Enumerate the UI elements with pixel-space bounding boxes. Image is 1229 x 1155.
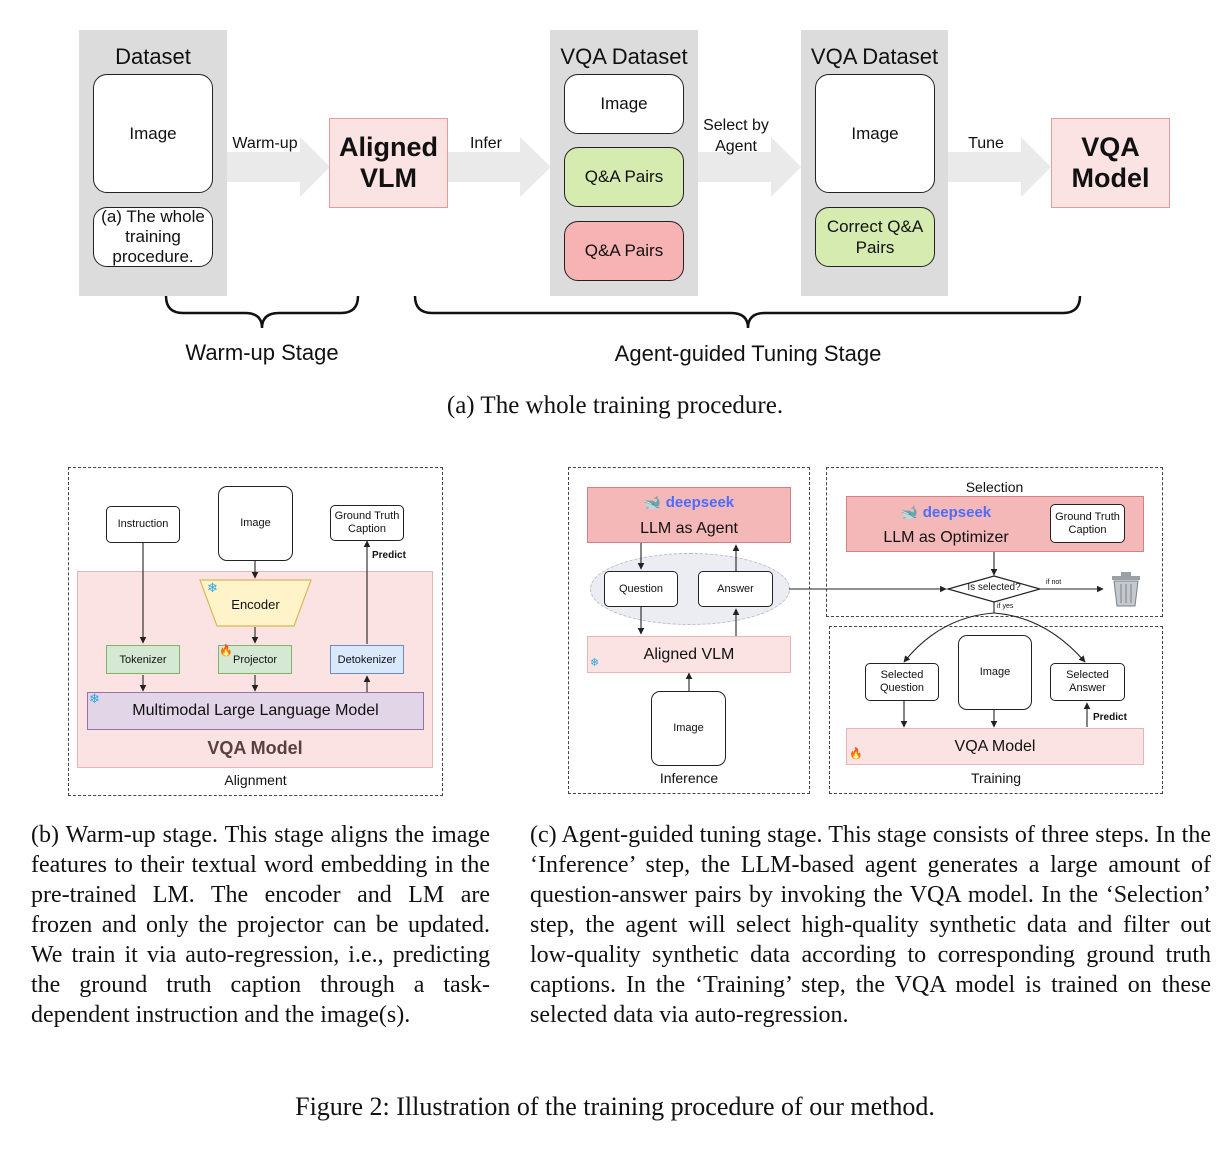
mllm-box: Multimodal Large Language Model: [87, 692, 424, 730]
encoder-label: Encoder: [231, 596, 280, 612]
image-box-c1: Image: [651, 691, 726, 766]
caption-box: (a) The whole training procedure.: [93, 207, 213, 267]
selection-frame: [826, 467, 1163, 617]
caption-b: (b) Warm-up stage. This stage aligns the…: [31, 822, 490, 1028]
is-selected-label: Is selected?: [967, 582, 1021, 593]
panel-b-lines: [139, 540, 371, 692]
warmup-arrow-shape: [227, 137, 330, 197]
image-box: Image: [93, 74, 213, 193]
correct-qa-pairs: Correct Q&A Pairs: [815, 207, 935, 267]
deepseek-text-1: deepseek: [665, 494, 735, 511]
image-box-3: Image: [815, 74, 935, 193]
whale-icon-2: 🐋: [900, 504, 919, 520]
warmup-arrow-label: Warm-up: [232, 135, 298, 152]
tokenizer-box: Tokenizer: [106, 645, 180, 674]
vqa-model-box-c: VQA Model: [846, 728, 1144, 765]
detokenizer-box: Detokenizer: [330, 645, 404, 674]
projector-box: Projector: [218, 645, 292, 674]
selection-label: Selection: [965, 479, 1024, 495]
tune-arrow-label: Tune: [968, 135, 1004, 152]
predict-label-c: Predict: [1093, 712, 1127, 723]
infer-arrow-label: Infer: [469, 135, 502, 152]
encoder-shape: [199, 579, 312, 627]
snowflake-icon-2: ❄: [89, 691, 100, 706]
deepseek-text-2: deepseek: [922, 504, 992, 521]
panel-c-lines: [637, 543, 1140, 728]
deepseek-logo-2: 🐋 deepseek: [850, 504, 1042, 522]
vqa-dataset-title-2: VQA Dataset: [810, 44, 939, 69]
llm-agent-label: LLM as Agent: [640, 520, 738, 537]
snowflake-icon-3: ❄: [590, 657, 600, 669]
deepseek-logo-1: 🐋 deepseek: [587, 494, 791, 512]
image-box-c2: Image: [958, 635, 1032, 710]
figure-caption: Figure 2: Illustration of the training p…: [295, 1092, 935, 1121]
aligned-vlm-box-c: Aligned VLM: [587, 636, 791, 673]
gt-caption-box-b: Ground Truth Caption: [330, 505, 404, 541]
caption-c: (c) Agent-guided tuning stage. This stag…: [530, 822, 1211, 1028]
if-not-label: if not: [1046, 579, 1062, 586]
whale-icon: 🐋: [643, 494, 662, 510]
answer-box: Answer: [698, 571, 773, 607]
question-box: Question: [604, 571, 678, 607]
vqa-model-box: VQA Model: [1051, 118, 1170, 208]
warmup-stage-label: Warm-up Stage: [185, 340, 339, 365]
gt-caption-box-c: Ground Truth Caption: [1050, 504, 1125, 543]
fire-icon-2: 🔥: [849, 748, 863, 760]
instruction-box: Instruction: [106, 506, 180, 543]
predict-label-b: Predict: [372, 550, 406, 561]
llm-agent-box: [587, 487, 791, 543]
agent-stage-label: Agent-guided Tuning Stage: [614, 341, 882, 366]
snowflake-icon: ❄: [207, 580, 218, 595]
inference-label: Inference: [659, 770, 719, 786]
qa-pairs-good: Q&A Pairs: [564, 147, 684, 207]
select-arrow-label: Select by Agent: [703, 117, 769, 155]
dataset-title: Dataset: [115, 44, 191, 69]
image-box-2: Image: [564, 74, 684, 134]
agent-brace: [413, 295, 1082, 329]
panel-b-frame: [68, 467, 443, 796]
image-box-b: Image: [218, 486, 293, 561]
if-yes-label: if yes: [997, 603, 1014, 610]
select-arrow-shape: [698, 137, 801, 197]
vqa-model-label-b: VQA Model: [207, 738, 303, 758]
caption-a: (a) The whole training procedure.: [446, 392, 784, 419]
aligned-vlm-box: Aligned VLM: [329, 118, 448, 208]
vqa-dataset-title-1: VQA Dataset: [560, 44, 688, 69]
training-frame: [829, 626, 1163, 794]
llm-optimizer-label: LLM as Optimizer: [883, 529, 1009, 546]
qa-pairs-bad: Q&A Pairs: [564, 221, 684, 281]
infer-arrow-shape: [447, 137, 551, 197]
selected-answer-box: Selected Answer: [1050, 663, 1125, 701]
panel-a-arrows: [164, 137, 1082, 329]
warmup-brace: [164, 295, 360, 329]
selected-question-box: Selected Question: [865, 663, 939, 701]
training-label: Training: [970, 770, 1022, 786]
alignment-label: Alignment: [224, 772, 287, 788]
tune-arrow-shape: [948, 137, 1051, 197]
trash-can-icon: [1112, 572, 1140, 607]
fire-icon: 🔥: [219, 645, 233, 657]
inference-frame: [568, 467, 810, 794]
